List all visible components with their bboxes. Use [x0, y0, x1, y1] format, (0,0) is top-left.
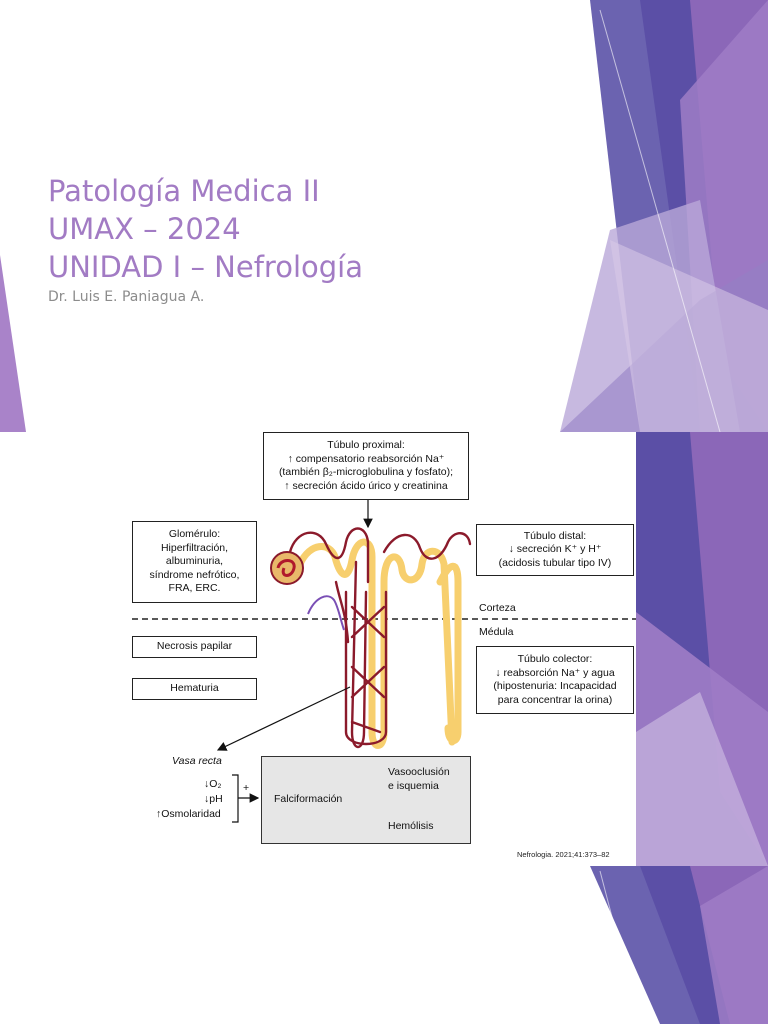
box-line: ↓ secreción K⁺ y H⁺ [508, 543, 602, 556]
title-line-1: Patología Medica II [48, 174, 320, 208]
tubule [296, 538, 462, 749]
vein [307, 595, 345, 631]
box-line: (acidosis tubular tipo IV) [498, 556, 612, 569]
box-line: Túbulo colector: [517, 653, 593, 665]
factor-o2: ↓O₂ [204, 778, 222, 790]
slide-title: Patología Medica II UMAX – 2024 UNIDAD I… [48, 172, 363, 286]
box-line: (también β₂-microglobulina y fosfato); [278, 466, 454, 478]
label-vasooclusion: Vasooclusión [388, 766, 450, 778]
box-necrosis-papilar: Necrosis papilar [132, 636, 257, 658]
factor-osmolaridad: ↑Osmolaridad [156, 808, 221, 820]
title-line-2: UMAX – 2024 [48, 212, 241, 246]
factors-bracket [232, 774, 258, 823]
label-corteza: Corteza [479, 602, 516, 614]
box-line: ↑ secreción ácido úrico y creatinina [284, 479, 448, 492]
label-isquemia: e isquemia [388, 780, 439, 792]
box-line: Hiperfiltración, [160, 541, 229, 554]
box-line: Glomérulo: [168, 528, 221, 541]
label-medula: Médula [479, 626, 514, 638]
box-line: ↑ compensatorio reabsorción Na⁺ [287, 452, 445, 465]
box-line: para concentrar la orina) [497, 693, 613, 706]
figure-slide: Túbulo proximal: ↑ compensatorio reabsor… [0, 432, 768, 866]
box-tubulo-colector: Túbulo colector: ↓ reabsorción Na⁺ y agu… [476, 646, 634, 714]
sickling-panel [261, 756, 471, 844]
label-falciformacion: Falciformación [274, 793, 343, 805]
box-glomerulo: Glomérulo: Hiperfiltración, albuminuria,… [132, 521, 257, 603]
box-hematuria: Hematuria [132, 678, 257, 700]
title-slide: Patología Medica II UMAX – 2024 UNIDAD I… [0, 0, 768, 432]
plus-sign: + [243, 782, 250, 794]
box-line: ↓ reabsorción Na⁺ y agua [495, 666, 615, 679]
box-tubulo-proximal: Túbulo proximal: ↑ compensatorio reabsor… [263, 432, 469, 500]
next-slide [0, 866, 768, 1024]
nephron-illustration [132, 500, 636, 826]
box-line: Túbulo proximal: [327, 439, 405, 451]
box-line: Necrosis papilar [156, 640, 233, 653]
factor-ph: ↓pH [204, 793, 223, 805]
box-line: albuminuria, [165, 555, 224, 568]
box-line: síndrome nefrótico, [149, 568, 240, 581]
decorative-shapes [590, 866, 768, 1024]
box-line: (hipostenuria: Incapacidad [493, 680, 617, 692]
box-line: Túbulo distal: [523, 529, 587, 542]
title-line-3: UNIDAD I – Nefrología [48, 250, 363, 284]
box-line: FRA, ERC. [168, 582, 221, 595]
decorative-shapes [0, 0, 768, 432]
blood-vessels [288, 527, 472, 749]
slide-subtitle: Dr. Luis E. Paniagua A. [48, 289, 205, 305]
arrow-vasa-recta [216, 686, 351, 751]
box-line: Hematuria [170, 682, 219, 695]
citation: Nefrologia. 2021;41:373–82 [517, 850, 610, 859]
label-vasa-recta: Vasa recta [172, 755, 222, 767]
kidney-diagram: Túbulo proximal: ↑ compensatorio reabsor… [0, 432, 636, 866]
glomerulus-icon [270, 551, 304, 585]
box-tubulo-distal: Túbulo distal: ↓ secreción K⁺ y H⁺ (acid… [476, 524, 634, 576]
label-hemolisis: Hemólisis [388, 820, 434, 832]
